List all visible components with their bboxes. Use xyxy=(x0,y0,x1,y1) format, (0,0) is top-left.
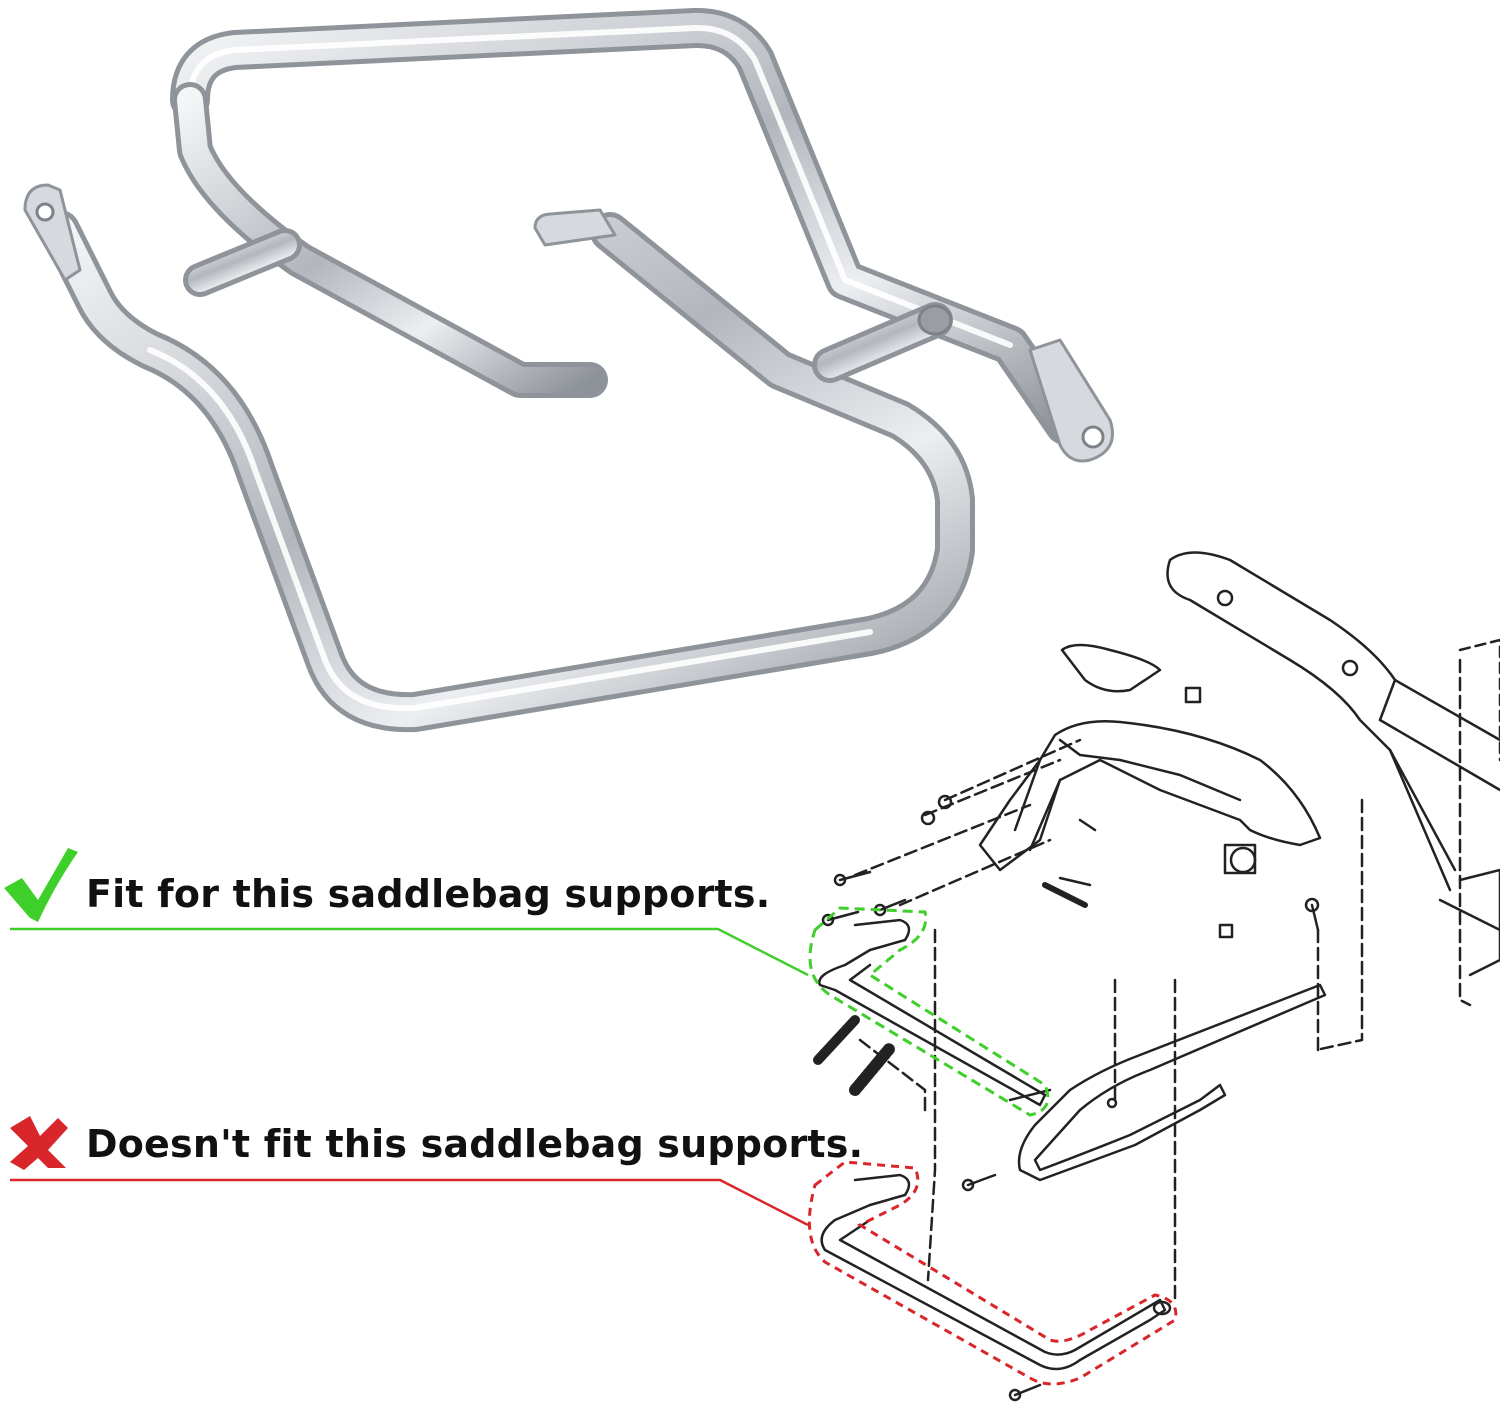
nofit-caption: Doesn't fit this saddlebag supports. xyxy=(86,1122,864,1166)
saddlebag-support-nofit xyxy=(820,1173,1167,1371)
fit-leader-line xyxy=(10,927,809,977)
front-mount-tab xyxy=(23,183,82,282)
fit-caption: Fit for this saddlebag supports. xyxy=(86,872,771,916)
chrome-bracket-photo xyxy=(23,8,1114,733)
cross-mark-icon xyxy=(10,1116,68,1170)
check-mark-icon xyxy=(4,848,78,922)
bolt-set xyxy=(821,794,1320,1402)
nofit-highlight-outline xyxy=(807,1160,1178,1386)
nofit-leader-line xyxy=(10,1178,809,1227)
tip-over-plate xyxy=(1060,643,1162,693)
fit-highlight-outline xyxy=(808,906,1050,1117)
frame-rail xyxy=(1166,551,1500,892)
saddlebag-support-fit xyxy=(818,918,1047,1107)
fender-strut xyxy=(978,720,1322,872)
exploded-diagram xyxy=(813,551,1500,1402)
